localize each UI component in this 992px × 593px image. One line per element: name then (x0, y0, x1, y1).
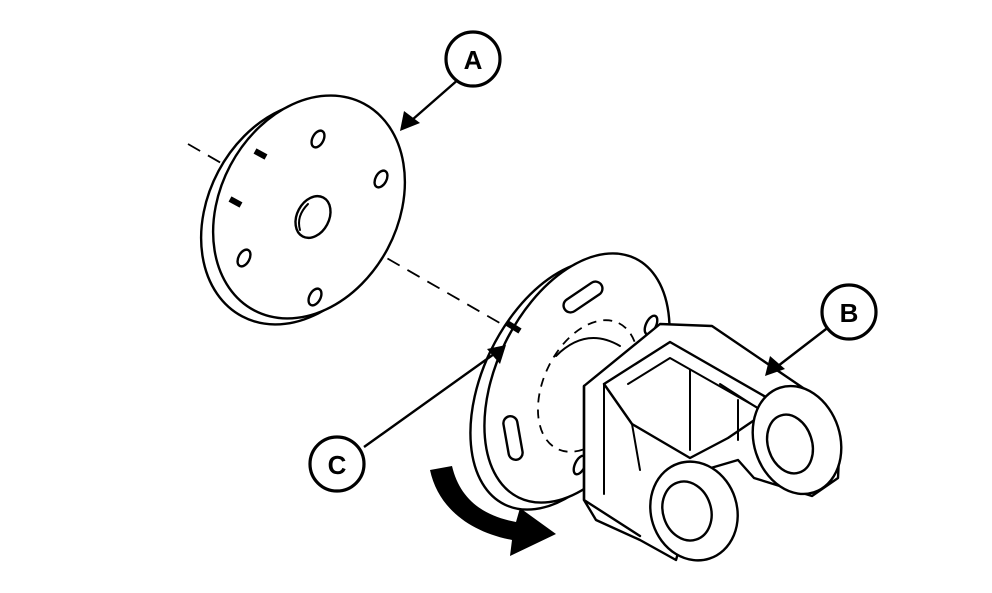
part-b-yoke (582, 322, 843, 562)
callout-c-label: C (328, 450, 347, 480)
callout-b: B (820, 283, 878, 341)
callout-a-label: A (464, 45, 483, 75)
callout-b-label: B (840, 298, 859, 328)
callout-a: A (444, 30, 502, 88)
part-a-disc (199, 94, 407, 326)
leader-arrow-icon (363, 77, 831, 448)
rotation-arrow-icon (430, 466, 556, 556)
callout-c: C (308, 435, 366, 493)
